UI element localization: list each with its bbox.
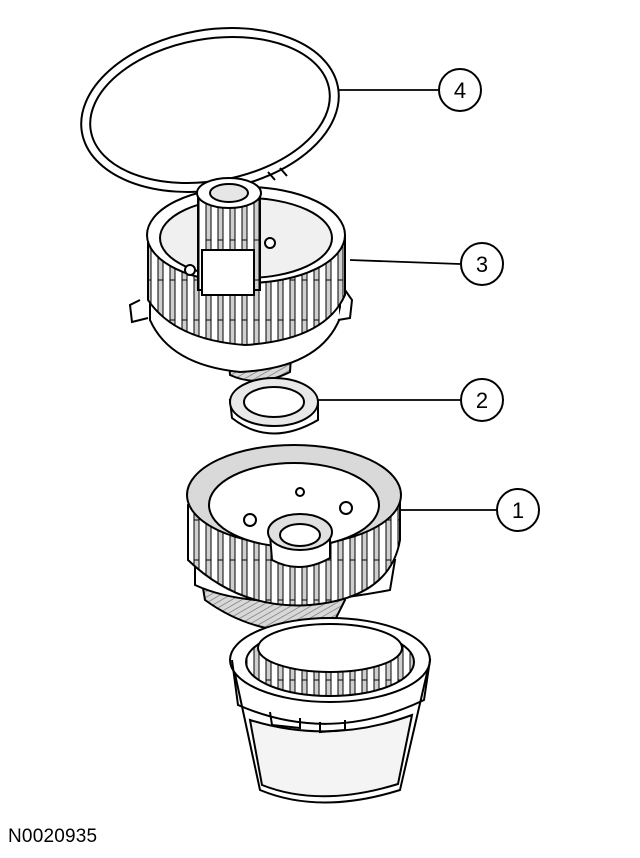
callout-3-label: 3: [476, 252, 488, 277]
figure-id-label: N0020935: [8, 826, 98, 847]
ring-gear-drum-part: [229, 617, 432, 804]
callout-4: 4: [338, 68, 482, 112]
callout-3: 3: [349, 242, 504, 286]
callout-2: 2: [318, 378, 504, 422]
gear-set-part: [186, 444, 402, 633]
callout-2-label: 2: [476, 388, 488, 413]
callout-1-label: 1: [512, 498, 524, 523]
carrier-part: [128, 177, 354, 382]
callout-1: 1: [400, 488, 540, 532]
callout-4-label: 4: [454, 78, 466, 103]
thrust-washer-part: [228, 377, 319, 435]
